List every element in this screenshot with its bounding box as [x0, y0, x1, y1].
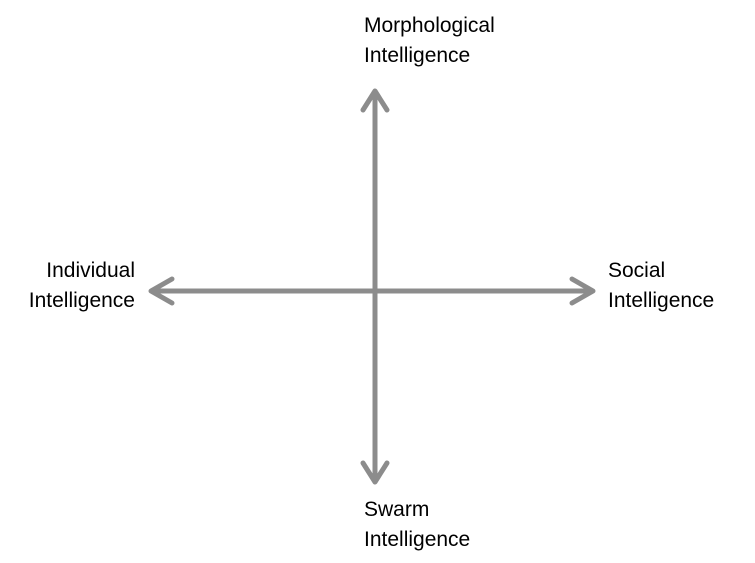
- axis-label-right-line1: Social: [608, 259, 666, 282]
- axis-label-bottom: Swarm Intelligence: [364, 495, 470, 555]
- axis-label-top-line1: Morphological: [364, 14, 495, 37]
- axis-label-top: Morphological Intelligence: [364, 11, 495, 71]
- axis-label-left-line2: Intelligence: [28, 289, 135, 312]
- axis-label-bottom-line1: Swarm: [364, 498, 430, 521]
- arrowhead-up: [360, 88, 390, 113]
- axis-label-right: Social Intelligence: [608, 256, 714, 316]
- axis-label-right-line2: Intelligence: [608, 289, 715, 312]
- arrowhead-right: [569, 276, 596, 306]
- arrowhead-down: [360, 460, 390, 485]
- arrowhead-left: [148, 276, 175, 306]
- axis-label-bottom-line2: Intelligence: [364, 528, 471, 551]
- axis-label-left-line1: Individual: [46, 259, 135, 282]
- axis-label-top-line2: Intelligence: [364, 44, 471, 67]
- axis-label-left: Individual Intelligence: [18, 256, 135, 316]
